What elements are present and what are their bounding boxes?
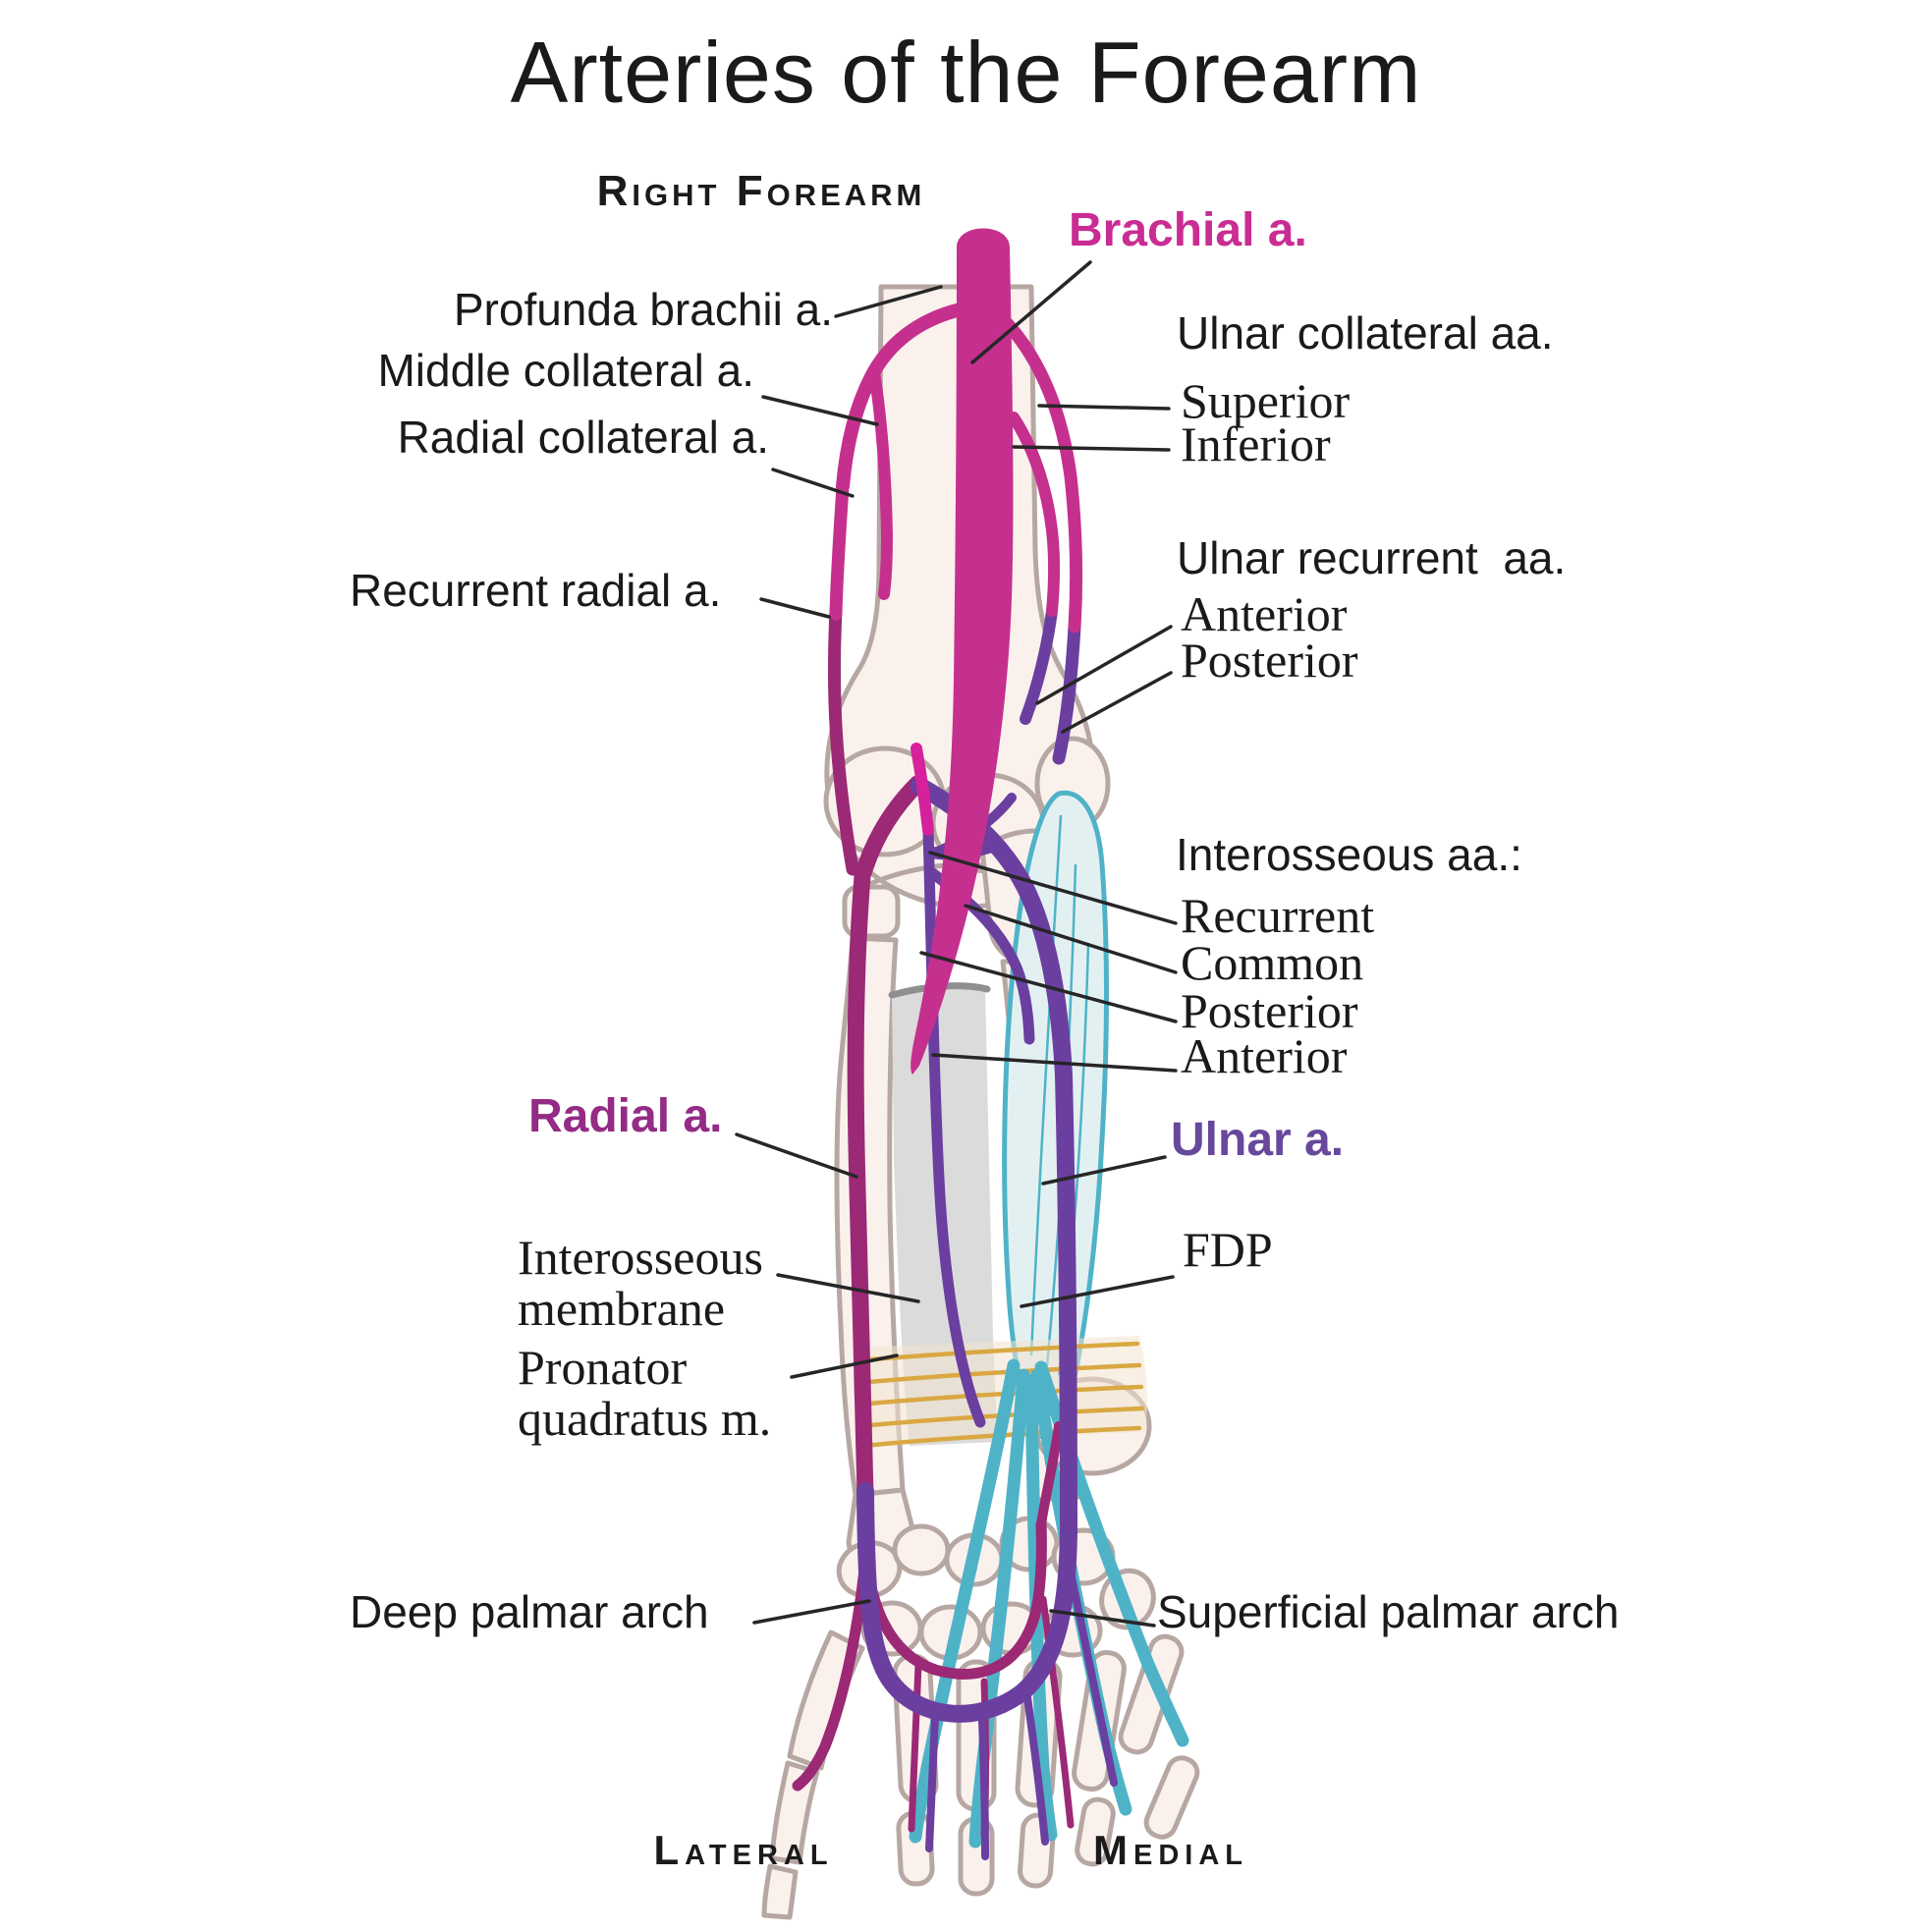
label-deep-palmar-arch: Deep palmar arch — [350, 1586, 709, 1637]
label-ulnar-collateral-group: Ulnar collateral aa. — [1177, 307, 1554, 359]
label-middle-collateral: Middle collateral a. — [377, 345, 754, 396]
label-posterior-ulnar-recurrent: Posterior — [1181, 633, 1358, 688]
label-pronator-quadratus: Pronator quadratus m. — [518, 1340, 772, 1446]
middle-collateral-artery — [868, 365, 894, 600]
label-superior-ulnar-collateral: Superior — [1181, 373, 1351, 428]
leader-inferior — [1012, 445, 1171, 452]
label-interosseous-group: Interosseous aa.: — [1176, 829, 1522, 880]
ulnar-artery-and-superficial-arch — [856, 777, 1078, 1723]
leader-radial-collateral — [771, 468, 855, 498]
label-radial-artery: Radial a. — [528, 1090, 723, 1142]
palmar-digital-purple-2 — [978, 1717, 989, 1860]
label-profunda-brachii: Profunda brachii a. — [453, 284, 833, 335]
label-fdp: FDP — [1183, 1222, 1273, 1277]
label-anterior-ulnar-recurrent: Anterior — [1181, 586, 1348, 641]
leader-interosseous-anterior — [931, 1053, 1178, 1073]
radial-collateral-artery — [829, 479, 850, 621]
label-inferior-ulnar-collateral: Inferior — [1181, 416, 1331, 471]
label-posterior-interosseous: Posterior — [1181, 983, 1358, 1038]
leader-deep-palmar-arch — [752, 1599, 871, 1625]
label-radial-collateral: Radial collateral a. — [397, 412, 769, 463]
subtitle-right-forearm: Right Forearm — [596, 167, 926, 215]
ulnar-superficial-branch — [1036, 1421, 1064, 1529]
leader-recurrent-radial — [759, 597, 831, 619]
label-brachial-artery: Brachial a. — [1069, 204, 1307, 256]
label-ulnar-artery: Ulnar a. — [1171, 1114, 1345, 1166]
leader-radial — [735, 1132, 858, 1179]
palmar-digital-purple-4 — [1067, 1568, 1118, 1787]
leader-interosseous-membrane — [776, 1273, 920, 1303]
leader-brachial — [970, 260, 1092, 364]
palmar-digital-purple-3 — [1023, 1693, 1049, 1846]
label-medial: Medial — [1093, 1827, 1248, 1873]
leader-profunda — [834, 285, 943, 318]
leader-interosseous-common — [964, 904, 1178, 974]
leader-ulnar-recurrent-posterior — [1061, 671, 1173, 734]
label-anterior-interosseous: Anterior — [1181, 1028, 1348, 1083]
page-title: Arteries of the Forearm — [510, 24, 1422, 121]
leader-superficial-palmar-arch — [1049, 1609, 1156, 1628]
label-interosseous-membrane: Interosseous membrane — [518, 1230, 763, 1336]
leader-middle-collateral — [761, 395, 879, 426]
leader-interosseous-recurrent — [928, 851, 1178, 925]
label-recurrent-radial: Recurrent radial a. — [350, 565, 722, 616]
leader-ulnar-recurrent-anterior — [1035, 625, 1173, 705]
interosseous-stem-pink — [911, 743, 934, 836]
leader-ulnar — [1041, 1155, 1167, 1186]
radial-artery-path — [847, 775, 926, 1504]
brachial-artery-path — [911, 228, 1014, 1075]
anterior-ulnar-recurrent-artery — [1020, 605, 1058, 725]
radial-artery-group — [792, 604, 1075, 1839]
superior-ulnar-collateral-artery — [1001, 317, 1083, 634]
label-ulnar-recurrent-group: Ulnar recurrent aa. — [1177, 532, 1567, 583]
label-common-interosseous: Common — [1181, 935, 1364, 990]
label-superficial-palmar-arch: Superficial palmar arch — [1157, 1586, 1620, 1637]
label-lateral: Lateral — [653, 1827, 834, 1873]
princeps-pollicis-branch — [792, 1564, 870, 1792]
leader-interosseous-posterior — [919, 951, 1178, 1023]
posterior-ulnar-recurrent-artery — [1052, 620, 1081, 765]
palmar-digital-maroon-1 — [908, 1661, 922, 1833]
palmar-digital-purple-1 — [925, 1713, 939, 1852]
leader-superior — [1037, 404, 1171, 411]
radial-recurrent-artery — [827, 604, 859, 876]
leader-pronator — [790, 1353, 899, 1379]
leader-lines-group — [735, 260, 1178, 1628]
leader-fdp — [1020, 1275, 1175, 1308]
label-recurrent-interosseous: Recurrent — [1181, 888, 1375, 943]
anterior-interosseous-artery — [922, 824, 986, 1428]
palmar-digital-maroon-3 — [1039, 1595, 1075, 1829]
